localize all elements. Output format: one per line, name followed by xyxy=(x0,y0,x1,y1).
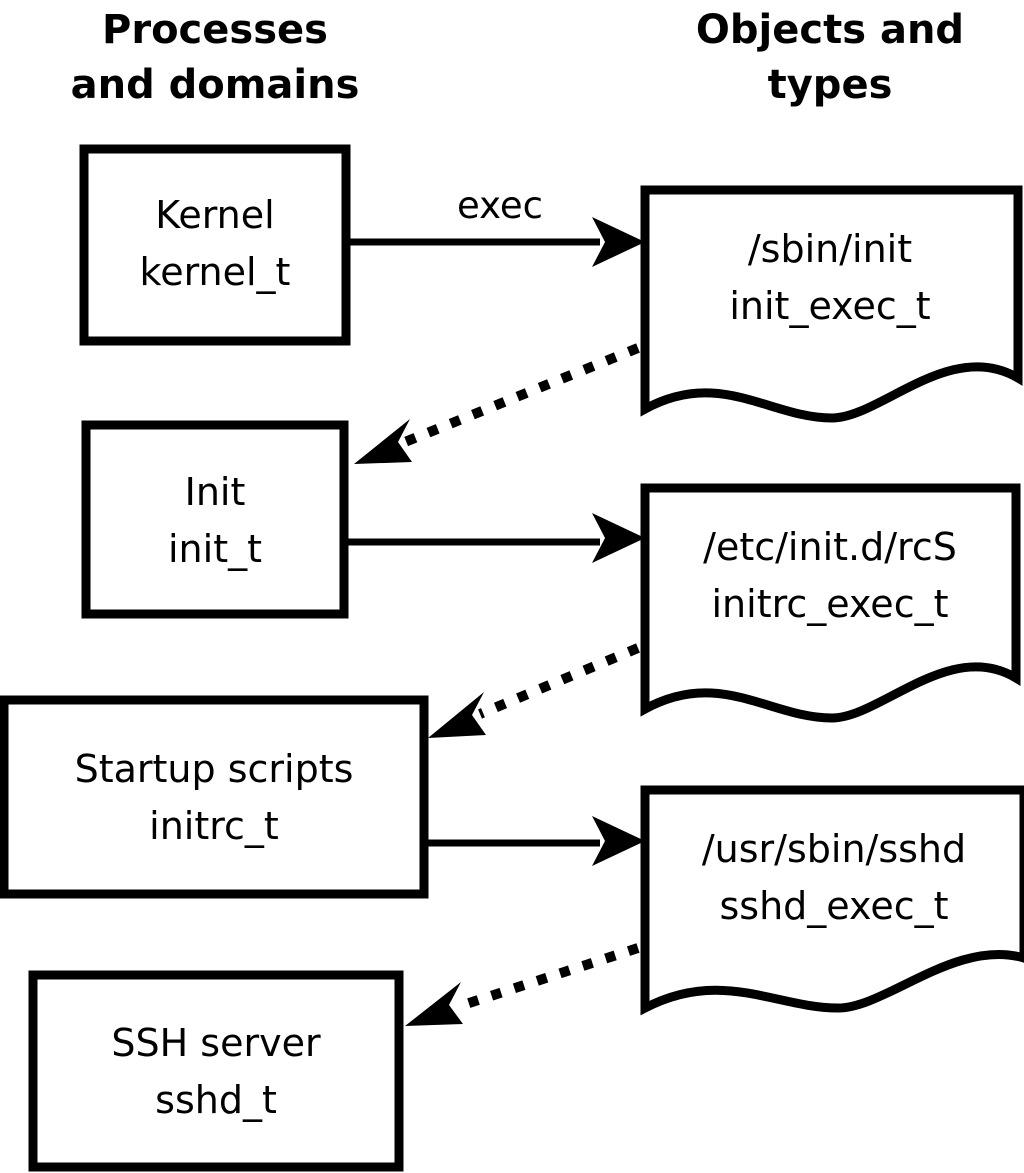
node-sshd-exec-line1: /usr/sbin/sshd xyxy=(702,827,966,871)
node-initrc-exec[interactable]: /etc/init.d/rcS initrc_exec_t xyxy=(640,483,1021,723)
right-heading-line2: types xyxy=(768,62,893,108)
left-heading-line2: and domains xyxy=(71,62,360,108)
edge-initrc-exec-to-initrc xyxy=(428,643,640,738)
arrow-head-init-exec-to-init xyxy=(354,419,412,464)
node-init-exec[interactable]: /sbin/init init_exec_t xyxy=(640,185,1023,423)
edge-sshd-exec-to-sshd xyxy=(405,943,640,1026)
arrow-head-sshd-exec-to-sshd xyxy=(405,982,463,1026)
node-sshd-box[interactable] xyxy=(28,970,404,1172)
node-sshd[interactable]: SSH server sshd_t xyxy=(28,970,404,1172)
node-init-box[interactable] xyxy=(81,420,349,619)
edge-line-sshd-exec-to-sshd xyxy=(458,943,640,1011)
arrow-head-kernel-exec xyxy=(592,217,645,267)
arrow-head-initrc-exec-to-initrc xyxy=(428,692,486,738)
edge-label-exec: exec xyxy=(457,184,543,227)
arrow-head-init-exec-initrc xyxy=(592,513,645,563)
node-kernel-line1: Kernel xyxy=(155,193,274,237)
node-sshd-line2: sshd_t xyxy=(155,1078,277,1122)
node-initrc-line1: Startup scripts xyxy=(75,747,354,791)
node-initrc-exec-line1: /etc/init.d/rcS xyxy=(703,525,957,569)
node-kernel-line2: kernel_t xyxy=(140,250,291,294)
node-kernel[interactable]: Kernel kernel_t xyxy=(79,144,351,346)
left-column-heading: Processes and domains xyxy=(71,7,360,108)
node-sshd-exec-line2: sshd_exec_t xyxy=(719,884,948,928)
node-kernel-box[interactable] xyxy=(79,144,351,346)
node-initrc-line2: initrc_t xyxy=(149,804,279,848)
edge-line-initrc-exec-to-initrc xyxy=(478,643,640,719)
node-init-line2: init_t xyxy=(168,527,262,571)
left-heading-line1: Processes xyxy=(102,7,328,53)
node-sshd-exec-document[interactable] xyxy=(640,785,1024,1016)
node-sshd-exec[interactable]: /usr/sbin/sshd sshd_exec_t xyxy=(640,785,1024,1016)
edge-init-exec-to-init xyxy=(354,343,640,464)
edge-initrc-exec-sshd-exec xyxy=(428,816,645,866)
right-heading-line1: Objects and xyxy=(696,7,964,53)
node-initrc-box[interactable] xyxy=(0,695,429,899)
node-init[interactable]: Init init_t xyxy=(81,420,349,619)
node-initrc[interactable]: Startup scripts initrc_t xyxy=(0,695,429,899)
right-column-heading: Objects and types xyxy=(696,7,964,108)
node-initrc-exec-line2: initrc_exec_t xyxy=(712,582,949,626)
edge-init-exec-initrc-exec xyxy=(348,513,645,563)
node-init-exec-line1: /sbin/init xyxy=(748,227,912,271)
edge-line-init-exec-to-init xyxy=(403,343,640,447)
node-init-exec-line2: init_exec_t xyxy=(729,284,930,328)
arrow-head-initrc-exec-sshd xyxy=(592,816,645,866)
node-initrc-exec-document[interactable] xyxy=(640,483,1021,723)
node-init-exec-document[interactable] xyxy=(640,185,1023,423)
node-init-line1: Init xyxy=(185,470,246,514)
edge-kernel-exec-init-exec: exec xyxy=(350,184,645,267)
node-sshd-line1: SSH server xyxy=(111,1021,321,1065)
